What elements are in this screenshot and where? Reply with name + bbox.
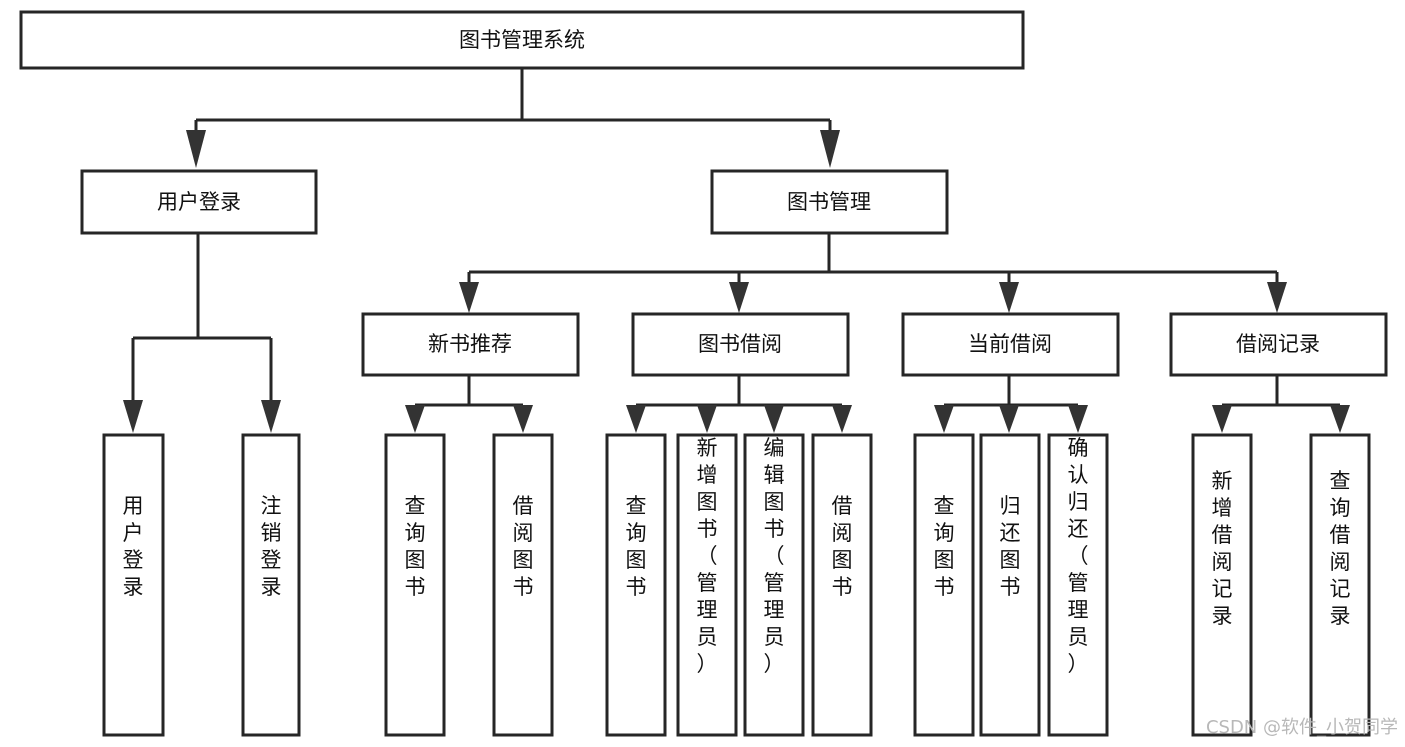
connector-group-book-manage (459, 233, 1287, 313)
leaf-node-book-borrow-2-box[interactable] (676, 433, 738, 737)
node-user-login[interactable]: 用户登录 (80, 169, 318, 235)
leaf-node-user-login-1-box[interactable] (102, 433, 165, 737)
arrow-head-leaf-current-borrow-2 (999, 405, 1019, 433)
leaf-node-book-borrow-2-label: 新增图书（管理员） (697, 436, 718, 676)
leaf-node-new-book-2-box[interactable] (492, 433, 554, 737)
leaf-node-user-login-2[interactable]: 注销登录 (241, 433, 301, 737)
leaf-node-book-borrow-3[interactable]: 编辑图书（管理员） (743, 433, 805, 737)
leaf-node-current-borrow-3-box[interactable] (1047, 433, 1109, 737)
leaf-node-new-book-1-box[interactable] (384, 433, 446, 737)
connector-group-root (186, 68, 840, 168)
connector-group-user-login (123, 233, 281, 433)
connector-group-new-book (405, 375, 533, 433)
leaf-node-new-book-1[interactable]: 查询图书 (384, 433, 446, 737)
arrow-head-to-borrow-record (1267, 282, 1287, 313)
arrow-head-leaf-current-borrow-1 (934, 405, 954, 433)
node-book-borrow-label: 图书借阅 (698, 332, 782, 356)
leaf-node-current-borrow-1-box[interactable] (913, 433, 975, 737)
arrow-head-leaf-new-book-1 (405, 405, 425, 433)
csdn-watermark: CSDN @软件_小贺同学 (1206, 717, 1398, 738)
leaf-node-book-borrow-1-label: 查询图书 (626, 494, 647, 599)
node-borrow-record-box[interactable] (1169, 312, 1388, 377)
leaf-node-book-borrow-3-box[interactable] (743, 433, 805, 737)
node-borrow-record[interactable]: 借阅记录 (1169, 312, 1388, 377)
leaf-node-borrow-record-1-box[interactable] (1191, 433, 1253, 737)
leaf-node-current-borrow-2-box[interactable] (979, 433, 1041, 737)
node-user-login-label: 用户登录 (157, 190, 241, 214)
leaf-node-book-borrow-3-label: 编辑图书（管理员） (764, 436, 785, 676)
arrow-head-leaf-user-login-2 (261, 400, 281, 433)
arrow-head-to-user-login (186, 130, 206, 168)
leaf-node-borrow-record-1[interactable]: 新增借阅记录 (1191, 433, 1253, 737)
arrow-head-leaf-book-borrow-1 (626, 405, 646, 433)
leaf-node-borrow-record-1-label: 新增借阅记录 (1212, 469, 1233, 628)
leaf-node-user-login-1-label: 用户登录 (123, 494, 144, 599)
node-book-borrow-box[interactable] (631, 312, 850, 377)
node-new-book-recommend-box[interactable] (361, 312, 580, 377)
arrow-head-leaf-borrow-record-2 (1330, 405, 1350, 433)
connector-group-borrow-record (1212, 375, 1350, 433)
leaf-node-book-borrow-4[interactable]: 借阅图书 (811, 433, 873, 737)
node-current-borrow[interactable]: 当前借阅 (901, 312, 1120, 377)
leaf-node-borrow-record-2-box[interactable] (1309, 433, 1371, 737)
node-book-manage[interactable]: 图书管理 (710, 169, 949, 235)
node-root-system-box[interactable] (19, 10, 1025, 70)
arrow-head-leaf-current-borrow-3 (1068, 405, 1088, 433)
leaf-node-book-borrow-1[interactable]: 查询图书 (605, 433, 667, 737)
leaf-node-user-login-2-box[interactable] (241, 433, 301, 737)
node-new-book-recommend-label: 新书推荐 (428, 332, 512, 356)
leaf-node-book-borrow-4-box[interactable] (811, 433, 873, 737)
leaf-node-new-book-2[interactable]: 借阅图书 (492, 433, 554, 737)
node-root-system-label: 图书管理系统 (459, 28, 585, 52)
arrow-head-to-current-borrow (999, 282, 1019, 313)
connector-group-current-borrow (934, 375, 1088, 433)
leaf-node-book-borrow-2[interactable]: 新增图书（管理员） (676, 433, 738, 737)
node-current-borrow-box[interactable] (901, 312, 1120, 377)
leaf-node-current-borrow-2-label: 归还图书 (1000, 494, 1021, 599)
connector-group-book-borrow (626, 375, 852, 433)
arrow-head-leaf-book-borrow-2 (697, 405, 717, 433)
node-current-borrow-label: 当前借阅 (968, 332, 1052, 356)
leaf-node-current-borrow-3[interactable]: 确认归还（管理员） (1047, 433, 1109, 737)
arrow-head-leaf-borrow-record-1 (1212, 405, 1232, 433)
node-borrow-record-label: 借阅记录 (1236, 332, 1320, 356)
node-new-book-recommend[interactable]: 新书推荐 (361, 312, 580, 377)
leaf-node-current-borrow-1-label: 查询图书 (934, 494, 955, 599)
arrow-head-to-new-book (459, 282, 479, 313)
node-user-login-box[interactable] (80, 169, 318, 235)
arrow-head-to-book-manage (820, 130, 840, 168)
leaf-node-book-borrow-4-label: 借阅图书 (832, 494, 853, 599)
leaf-node-borrow-record-2[interactable]: 查询借阅记录 (1309, 433, 1371, 737)
leaf-node-current-borrow-2[interactable]: 归还图书 (979, 433, 1041, 737)
arrow-head-leaf-new-book-2 (513, 405, 533, 433)
arrow-head-leaf-book-borrow-4 (832, 405, 852, 433)
node-book-borrow[interactable]: 图书借阅 (631, 312, 850, 377)
node-book-manage-box[interactable] (710, 169, 949, 235)
arrow-head-to-book-borrow (729, 282, 749, 313)
leaf-node-current-borrow-3-label: 确认归还（管理员） (1068, 436, 1089, 676)
leaf-node-book-borrow-1-box[interactable] (605, 433, 667, 737)
leaf-node-current-borrow-1[interactable]: 查询图书 (913, 433, 975, 737)
arrow-head-leaf-user-login-1 (123, 400, 143, 433)
node-book-manage-label: 图书管理 (787, 190, 871, 214)
leaf-node-new-book-1-label: 查询图书 (405, 494, 426, 599)
leaf-node-new-book-2-label: 借阅图书 (513, 494, 534, 599)
leaf-node-borrow-record-2-label: 查询借阅记录 (1330, 469, 1351, 628)
arrow-head-leaf-book-borrow-3 (764, 405, 784, 433)
leaf-node-user-login-1[interactable]: 用户登录 (102, 433, 165, 737)
leaf-node-user-login-2-label: 注销登录 (261, 494, 282, 599)
node-root-system[interactable]: 图书管理系统 (19, 10, 1025, 70)
